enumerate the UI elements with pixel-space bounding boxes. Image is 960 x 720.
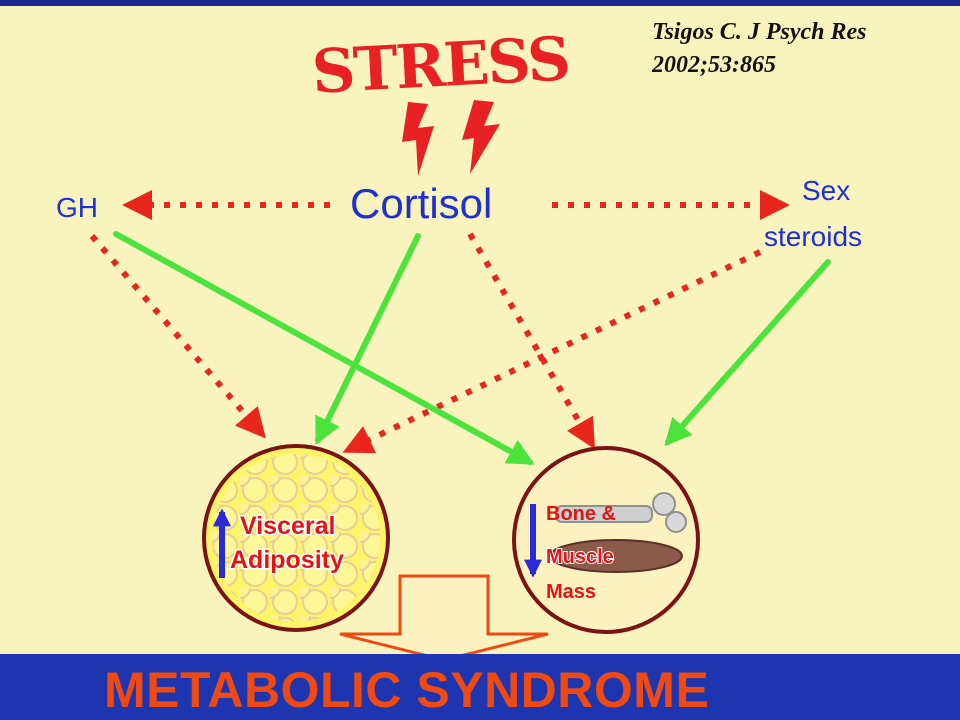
bone-label-line3: Mass: [546, 581, 596, 603]
sex-steroids-label-line2: steroids: [764, 221, 862, 252]
sex-steroids-label-line1: Sex: [802, 175, 850, 206]
visceral-label-line1: Visceral: [240, 512, 335, 540]
bone-icon: [555, 492, 687, 533]
citation: Tsigos C. J Psych Res 2002;53:865: [652, 16, 952, 82]
footer-bar: [0, 654, 960, 720]
visceral-adiposity-node: Visceral Adiposity: [202, 444, 390, 632]
top-border: [0, 0, 960, 6]
lightning-bolt-right-icon: [462, 100, 500, 174]
visceral-label-line2: Adiposity: [230, 546, 344, 574]
bone-label-line1: Bone &: [546, 503, 616, 525]
arrow-cortisol-to-visceral: [315, 233, 421, 445]
cortisol-label: Cortisol: [350, 180, 492, 227]
citation-line2: 2002;53:865: [652, 52, 776, 78]
arrow-sex-steroids-to-bone: [664, 259, 831, 447]
muscle-icon: [549, 539, 683, 573]
arrow-gh-to-visceral: [89, 234, 266, 439]
arrow-cortisol-to-bone: [467, 232, 596, 450]
lightning-bolt-left-icon: [402, 102, 434, 176]
bone-muscle-node: Bone & Muscle Mass: [512, 446, 700, 634]
arrow-gh-to-bone: [113, 231, 535, 465]
down-arrow-to-metabolic-syndrome: [339, 574, 549, 662]
bone-label-line2: Muscle: [546, 546, 614, 568]
citation-line1: Tsigos C. J Psych Res: [652, 19, 867, 45]
stress-label: STRESS: [310, 24, 570, 107]
metabolic-syndrome-label: METABOLIC SYNDROME: [104, 662, 710, 718]
gh-label: GH: [56, 192, 98, 223]
arrow-sex-steroids-to-visceral: [342, 249, 762, 454]
